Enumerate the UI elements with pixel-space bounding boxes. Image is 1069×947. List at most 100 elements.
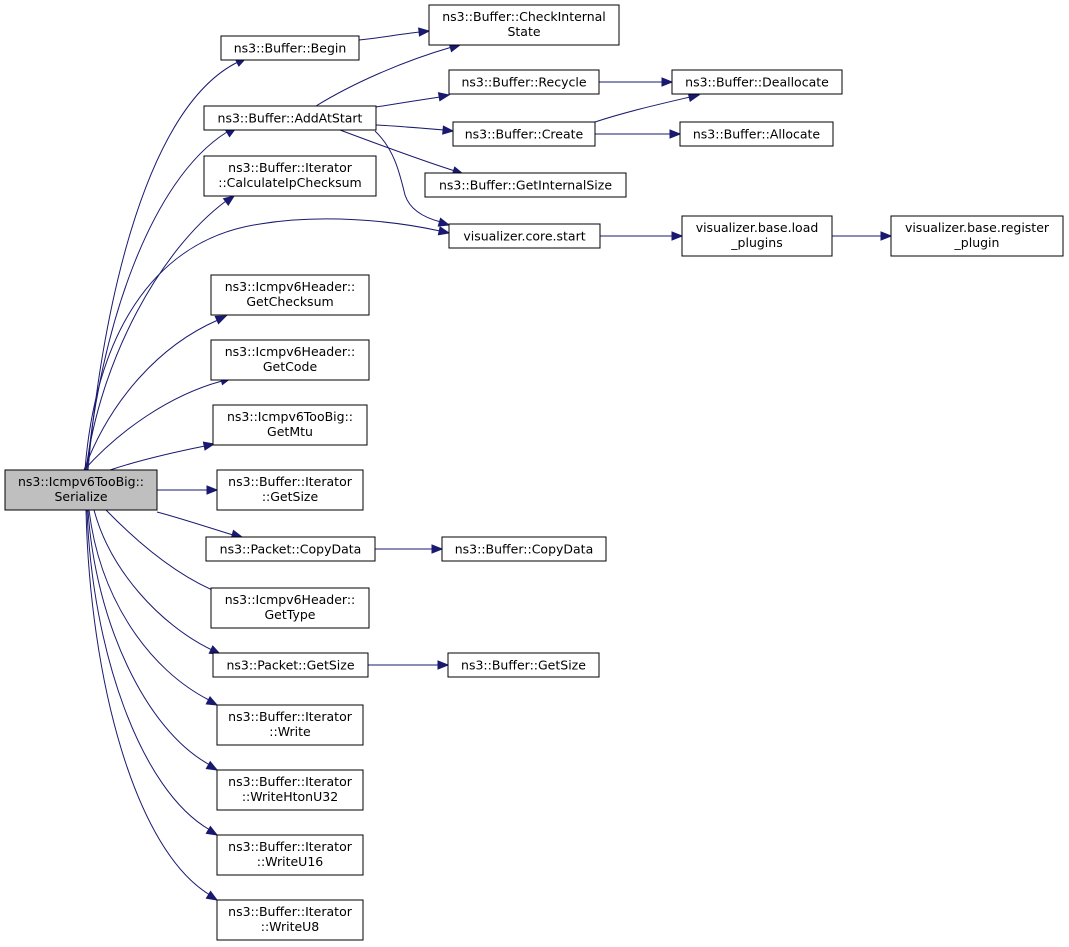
node-label: _plugin bbox=[954, 235, 1000, 250]
edge-recycle-to-deallocate bbox=[599, 77, 674, 87]
node-recycle[interactable]: ns3::Buffer::Recycle bbox=[448, 69, 600, 95]
edge-root-to-calcipchecksum bbox=[85, 195, 236, 471]
arrowhead-icon bbox=[205, 825, 219, 836]
arrowhead-icon bbox=[418, 27, 431, 37]
node-writehtonu32[interactable]: ns3::Buffer::Iterator::WriteHtonU32 bbox=[216, 769, 364, 811]
node-box bbox=[428, 4, 620, 46]
node-label: ::Write bbox=[269, 724, 311, 739]
node-getcode[interactable]: ns3::Icmpv6Header::GetCode bbox=[210, 339, 370, 381]
edge-root-to-vizstart bbox=[84, 218, 451, 471]
node-writeu16[interactable]: ns3::Buffer::Iterator::WriteU16 bbox=[216, 834, 364, 876]
edge-pktcopydata-to-bufcopydata bbox=[375, 544, 444, 554]
node-label: GetChecksum bbox=[246, 294, 333, 309]
node-label: ns3::Icmpv6TooBig:: bbox=[227, 409, 353, 424]
node-label: ns3::Buffer::Iterator bbox=[228, 160, 353, 175]
node-pktgetsize[interactable]: ns3::Packet::GetSize bbox=[212, 652, 369, 678]
node-box bbox=[212, 404, 368, 446]
node-label: ns3::Packet::GetSize bbox=[226, 658, 354, 673]
node-box bbox=[424, 172, 627, 198]
call-nodes: ns3::Icmpv6TooBig::Serializens3::Buffer:… bbox=[4, 4, 1064, 941]
node-label: ns3::Buffer::Deallocate bbox=[685, 75, 829, 90]
node-label: ns3::Buffer::CopyData bbox=[455, 542, 594, 557]
arrowhead-icon bbox=[442, 125, 455, 135]
node-root[interactable]: ns3::Icmpv6TooBig::Serialize bbox=[4, 469, 158, 511]
edge-root-to-write bbox=[88, 509, 219, 706]
node-writeu8[interactable]: ns3::Buffer::Iterator::WriteU8 bbox=[216, 899, 364, 941]
node-box bbox=[448, 69, 600, 95]
node-box bbox=[203, 105, 377, 131]
node-label: ns3::Buffer::Iterator bbox=[228, 904, 353, 919]
node-label: ::GetSize bbox=[262, 489, 319, 504]
node-label: ns3::Icmpv6Header:: bbox=[225, 279, 356, 294]
node-label: ns3::Buffer::Iterator bbox=[228, 709, 353, 724]
node-box bbox=[4, 469, 158, 511]
arrowhead-icon bbox=[202, 441, 216, 451]
node-vizstart[interactable]: visualizer.core.start bbox=[448, 223, 601, 249]
node-begin[interactable]: ns3::Buffer::Begin bbox=[220, 35, 360, 61]
arrowhead-icon bbox=[671, 231, 684, 241]
node-label: ns3::Buffer::Create bbox=[465, 127, 584, 142]
node-label: GetMtu bbox=[267, 424, 313, 439]
node-box bbox=[210, 339, 370, 381]
node-label: visualizer.base.register bbox=[905, 220, 1050, 235]
node-box bbox=[220, 35, 360, 61]
node-deallocate[interactable]: ns3::Buffer::Deallocate bbox=[671, 69, 843, 95]
node-write[interactable]: ns3::Buffer::Iterator::Write bbox=[216, 704, 364, 746]
node-loadplugins[interactable]: visualizer.base.load_plugins bbox=[681, 215, 833, 257]
node-label: ns3::Buffer::Iterator bbox=[228, 774, 353, 789]
node-getchecksum[interactable]: ns3::Icmpv6Header::GetChecksum bbox=[210, 274, 370, 316]
arrowhead-icon bbox=[687, 92, 701, 102]
node-label: ns3::Buffer::Iterator bbox=[228, 474, 353, 489]
edge-addatstart-to-create bbox=[375, 124, 455, 135]
node-label: ns3::Buffer::Allocate bbox=[693, 127, 821, 142]
node-box bbox=[216, 899, 364, 941]
node-label: ns3::Packet::CopyData bbox=[220, 542, 362, 557]
arrowhead-icon bbox=[205, 890, 219, 901]
edge-root-to-pktcopydata bbox=[156, 511, 244, 539]
node-registerplugin[interactable]: visualizer.base.register_plugin bbox=[890, 215, 1064, 257]
node-box bbox=[203, 155, 377, 197]
node-label: ::WriteU16 bbox=[257, 854, 324, 869]
node-calcipchecksum[interactable]: ns3::Buffer::Iterator::CalculateIpChecks… bbox=[203, 155, 377, 197]
node-box bbox=[890, 215, 1064, 257]
node-label: ::WriteHtonU32 bbox=[242, 789, 338, 804]
node-allocate[interactable]: ns3::Buffer::Allocate bbox=[679, 121, 834, 147]
node-label: _plugins bbox=[730, 235, 782, 250]
node-label: visualizer.core.start bbox=[463, 229, 585, 244]
node-label: ns3::Buffer::Recycle bbox=[461, 75, 586, 90]
node-getinternalsize[interactable]: ns3::Buffer::GetInternalSize bbox=[424, 172, 627, 198]
node-pktcopydata[interactable]: ns3::Packet::CopyData bbox=[205, 536, 376, 562]
node-label: ns3::Buffer::CheckInternal bbox=[442, 9, 606, 24]
arrowhead-icon bbox=[205, 760, 219, 771]
node-box bbox=[671, 69, 843, 95]
edge-root-to-getchecksum bbox=[83, 315, 228, 471]
node-box bbox=[681, 215, 833, 257]
node-box bbox=[210, 274, 370, 316]
arrowhead-icon bbox=[437, 660, 450, 670]
edge-pktgetsize-to-bufgetsize bbox=[368, 660, 450, 670]
node-bufgetsize[interactable]: ns3::Buffer::GetSize bbox=[447, 652, 600, 678]
node-getmtu[interactable]: ns3::Icmpv6TooBig::GetMtu bbox=[212, 404, 368, 446]
node-bufcopydata[interactable]: ns3::Buffer::CopyData bbox=[441, 536, 607, 562]
node-box bbox=[452, 121, 596, 147]
node-box bbox=[441, 536, 607, 562]
node-label: ns3::Buffer::AddAtStart bbox=[218, 111, 363, 126]
node-addatstart[interactable]: ns3::Buffer::AddAtStart bbox=[203, 105, 377, 131]
arrowhead-icon bbox=[206, 485, 219, 495]
node-box bbox=[216, 834, 364, 876]
arrowhead-icon bbox=[431, 544, 444, 554]
edge-root-to-writeu16 bbox=[86, 509, 219, 836]
node-gettype[interactable]: ns3::Icmpv6Header::GetType bbox=[210, 587, 370, 629]
arrowhead-icon bbox=[205, 695, 219, 706]
node-create[interactable]: ns3::Buffer::Create bbox=[452, 121, 596, 147]
node-label: ns3::Buffer::GetSize bbox=[461, 658, 586, 673]
node-itgetsize[interactable]: ns3::Buffer::Iterator::GetSize bbox=[216, 469, 364, 511]
node-box bbox=[216, 469, 364, 511]
node-label: ::CalculateIpChecksum bbox=[218, 175, 362, 190]
node-label: ns3::Buffer::Iterator bbox=[228, 839, 353, 854]
node-box bbox=[205, 536, 376, 562]
edge-begin-to-checkinternal bbox=[358, 27, 431, 41]
node-label: visualizer.base.load bbox=[696, 220, 819, 235]
